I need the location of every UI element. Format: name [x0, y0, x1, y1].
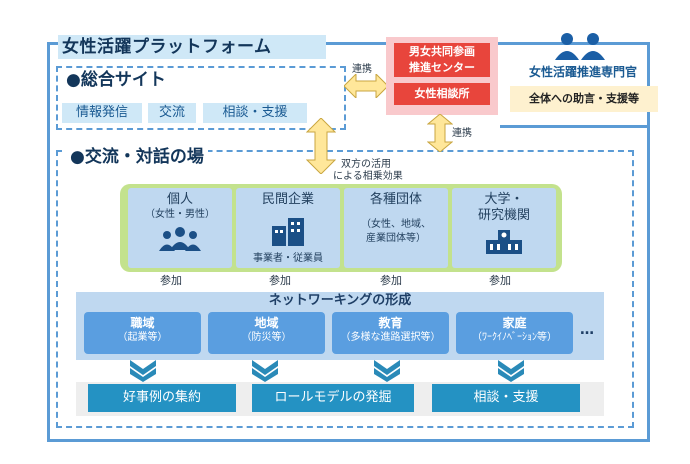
mutual-note-2: による相乗効果 [333, 171, 403, 182]
join-label: 参加 [269, 274, 291, 287]
participant-title: 民間企業 [261, 192, 314, 207]
join-label: 参加 [380, 274, 402, 287]
join-label: 参加 [489, 274, 511, 287]
sogo-site-heading: ●総合サイト [66, 70, 166, 90]
platform-title: 女性活躍プラットフォーム [58, 35, 326, 59]
network-item-sub: （ﾜｰｸｲﾉﾍﾞｰｼｮﾝ等） [472, 332, 557, 343]
two-people-icon [555, 33, 605, 60]
participant-sub: （女性・男性） [145, 209, 215, 220]
office-building-icon [272, 218, 304, 246]
network-more: … [580, 322, 594, 338]
outcome-support: 相談・支援 [432, 384, 580, 412]
outcome-case-collection: 好事例の集約 [88, 384, 236, 412]
connector-line [345, 42, 365, 45]
university-icon [486, 230, 522, 254]
chip-exchange: 交流 [148, 103, 196, 123]
participant-title: 個人 [166, 192, 193, 207]
participant-title: 大学・ 研究機関 [477, 192, 530, 223]
participant-title: 各種団体 [369, 192, 422, 207]
chip-support: 相談・支援 [203, 103, 307, 123]
outcome-role-model: ロールモデルの発掘 [252, 384, 414, 412]
mutual-note-1: 双方の活用 [341, 159, 391, 170]
network-item-home: 家庭 （ﾜｰｸｲﾉﾍﾞｰｼｮﾝ等） [456, 312, 573, 354]
chevron-down-icon [498, 360, 524, 382]
link-arrow-down-icon [427, 114, 453, 152]
network-item-title: 職域 [130, 316, 155, 330]
chip-info: 情報発信 [62, 103, 142, 123]
join-label: 参加 [160, 274, 182, 287]
center-box: 男女共同参画 推進センター 女性相談所 [386, 37, 498, 115]
center-name: 男女共同参画 推進センター [394, 43, 490, 77]
network-item-region: 地域 （防災等） [208, 312, 325, 354]
chevron-down-icon [252, 360, 278, 382]
kouryu-box [56, 150, 634, 428]
counsel-office: 女性相談所 [394, 83, 490, 105]
people-group-icon [159, 227, 201, 251]
network-item-education: 教育 （多様な進路選択等） [332, 312, 449, 354]
connector-line [647, 112, 650, 128]
link-label-down: 連携 [452, 128, 472, 139]
kouryu-heading: ●交流・対話の場 [66, 146, 208, 168]
mutual-arrow-icon [306, 118, 336, 174]
connector-line [500, 125, 650, 128]
network-item-sub: （多様な進路選択等） [340, 332, 441, 343]
link-label-left: 連携 [352, 64, 372, 75]
specialist-desc: 全体への助言・支援等 [510, 86, 658, 112]
network-item-work: 職域 （起業等） [84, 312, 201, 354]
chevron-down-icon [374, 360, 400, 382]
specialist-title: 女性活躍推進専門官 [528, 65, 637, 79]
participant-individual: 個人 （女性・男性） [128, 188, 232, 268]
network-title: ネットワーキングの形成 [268, 293, 412, 308]
participant-sub: （女性、地域、 産業団体等） [361, 219, 431, 244]
network-item-sub: （起業等） [117, 332, 168, 343]
participant-footer: 事業者・従業員 [253, 253, 323, 264]
network-item-sub: （防災等） [241, 332, 292, 343]
link-arrow-icon [344, 74, 388, 98]
network-item-title: 家庭 [502, 316, 527, 330]
participant-university: 大学・ 研究機関 [452, 188, 556, 268]
network-item-title: 地域 [254, 316, 279, 330]
chevron-down-icon [130, 360, 156, 382]
network-item-title: 教育 [378, 316, 403, 330]
participant-groups: 各種団体 （女性、地域、 産業団体等） [344, 188, 448, 268]
participant-company: 民間企業 事業者・従業員 [236, 188, 340, 268]
